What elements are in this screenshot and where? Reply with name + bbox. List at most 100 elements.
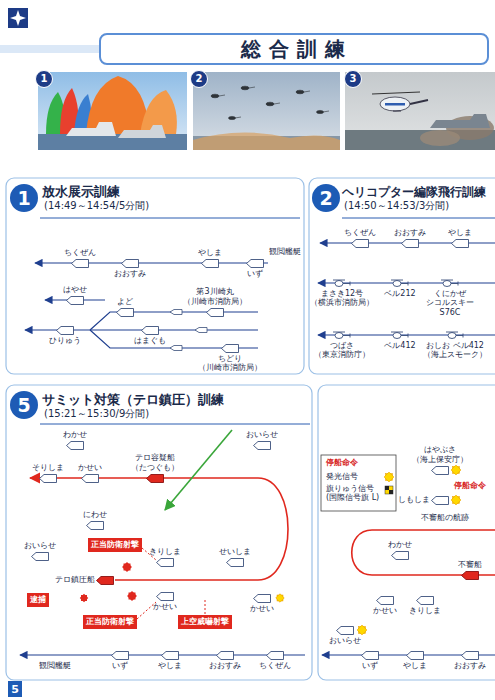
action-box: 正当防衛射撃 [88, 538, 142, 552]
legend-text: 発光信号 [326, 472, 384, 482]
helicopter-marker: まさき12号 （横浜市消防局） [310, 279, 374, 308]
ship-marker: ひりゅう [49, 326, 81, 346]
ship-marker: はやぶさ （海上保安庁） [412, 445, 468, 474]
ship-marker: やしま [198, 248, 222, 268]
ship-name: ちくぜん [344, 228, 376, 238]
ship-marker: おおすみ [114, 259, 146, 279]
ship-marker: きりしま [409, 596, 441, 616]
suspect-ship-marker: テロ容疑船 （たつぐも） [131, 453, 179, 482]
helicopter-marker: おしお ベル412 （海上スモーク） [423, 331, 487, 360]
ship-name: はやぶさ （海上保安庁） [412, 445, 468, 464]
ship-marker: しもしま [398, 495, 449, 505]
helicopter-icon [441, 279, 459, 288]
ship-marker: ちくぜん [344, 228, 376, 248]
ship-marker: かせい [153, 592, 177, 612]
ship-marker: ちくぜん [64, 248, 96, 268]
ship-icon [221, 344, 239, 353]
ship-name: わかせ [388, 540, 412, 550]
action-box: 正当防衛射撃 [83, 615, 137, 629]
ship-name: かせい [373, 606, 397, 616]
ship-icon [201, 259, 219, 268]
legend-text: 旗りゅう信号 (国際信号旗 L) [326, 484, 384, 503]
ship-name: おおすみ [454, 661, 486, 671]
ship-name: やしま [198, 248, 222, 258]
note-label: 不審船の航跡 [421, 513, 469, 523]
ship-icon [253, 594, 271, 603]
ship-name: 不審船 [458, 560, 482, 570]
helicopter-marker: つばさ （東京消防庁） [314, 331, 370, 360]
ship-icon [253, 441, 271, 450]
ship-name: ちくぜん [64, 248, 96, 258]
photo-number: 1 [35, 70, 53, 88]
helicopter-icon [333, 331, 351, 340]
ship-name: わかせ [63, 430, 87, 440]
callout-number: 3 [350, 74, 357, 84]
aircraft-name: ベル212 [384, 289, 415, 299]
ship-name: せいしま [219, 547, 251, 557]
action-box: 上空威嚇射撃 [178, 615, 232, 629]
ship-marker: いず [361, 651, 379, 671]
ship-name: しもしま [398, 495, 430, 505]
page-number-text: 5 [11, 684, 19, 695]
ship-icon [216, 651, 234, 660]
ship-marker: きりしま [149, 547, 181, 567]
ship-marker: せいしま [219, 547, 251, 567]
section-number: 1 [10, 184, 38, 212]
aircraft-name: まさき12号 （横浜市消防局） [310, 289, 374, 308]
ship-icon [451, 239, 469, 248]
ship-marker: やしま [403, 651, 427, 671]
section-number: 5 [10, 391, 38, 419]
ship-icon [86, 521, 104, 530]
ship-icon [71, 259, 89, 268]
ship-name: ひりゅう [49, 336, 81, 346]
page-number: 5 [8, 681, 22, 697]
ship-icon [431, 496, 449, 505]
suspect-ship-marker: 不審船 [458, 560, 482, 580]
suspect-ship-icon [146, 474, 164, 483]
ship-name: かせい [250, 604, 274, 614]
section-heading: (14:49～14:54/5分間) [44, 200, 149, 212]
action-label: 逮捕 [30, 595, 46, 605]
ship-marker: いず [246, 259, 264, 279]
helicopter-icon [446, 331, 464, 340]
helicopter-marker: くにかぜ シコルスキー S76C [426, 279, 474, 318]
ship-icon [391, 551, 409, 560]
ship-icon [376, 596, 394, 605]
ship-name: かせい [78, 463, 102, 473]
ship-marker: おいらせ [329, 626, 361, 646]
ship-marker: わかせ [63, 430, 87, 450]
callout-number: 2 [196, 74, 203, 84]
section-heading: サミット対策（テロ鎮圧）訓練 [42, 392, 224, 408]
section-heading: (15:21～15:30/9分間) [44, 408, 149, 420]
ship-icon [406, 651, 424, 660]
action-box: 逮捕 [27, 593, 49, 607]
ship-name: テロ鎮圧船 [55, 575, 95, 585]
helicopter-icon [391, 279, 409, 288]
ship-marker: おおすみ [454, 651, 486, 671]
ship-name: よど [117, 297, 133, 307]
helicopter-icon [391, 331, 409, 340]
ship-icon [336, 626, 354, 635]
note-label: 観閲艦艇 [269, 247, 301, 257]
ship-icon [431, 466, 449, 475]
ship-marker: おいらせ [24, 541, 56, 561]
suspect-ship-icon [461, 571, 479, 580]
ship-marker: そりしま [32, 463, 64, 483]
callout-number: 5 [17, 396, 30, 415]
ship-marker: よど [116, 297, 134, 317]
ship-name: おいらせ [246, 430, 278, 440]
ship-marker: 第3川崎丸 （川崎市消防局） [183, 287, 247, 316]
ship-name: いず [112, 661, 128, 671]
callout-number: 2 [319, 189, 332, 208]
ship-icon [66, 441, 84, 450]
ship-marker: にわせ [83, 510, 107, 530]
ship-name: おいらせ [329, 636, 361, 646]
suspect-ship-icon [96, 576, 114, 585]
aircraft-name: ベル412 [384, 341, 415, 351]
helicopter-marker: ベル212 [384, 279, 415, 299]
ship-marker: やしま [158, 651, 182, 671]
ship-icon [266, 651, 284, 660]
section-heading: (14:50～14:53/3分間) [344, 200, 449, 212]
ship-name: にわせ [83, 510, 107, 520]
